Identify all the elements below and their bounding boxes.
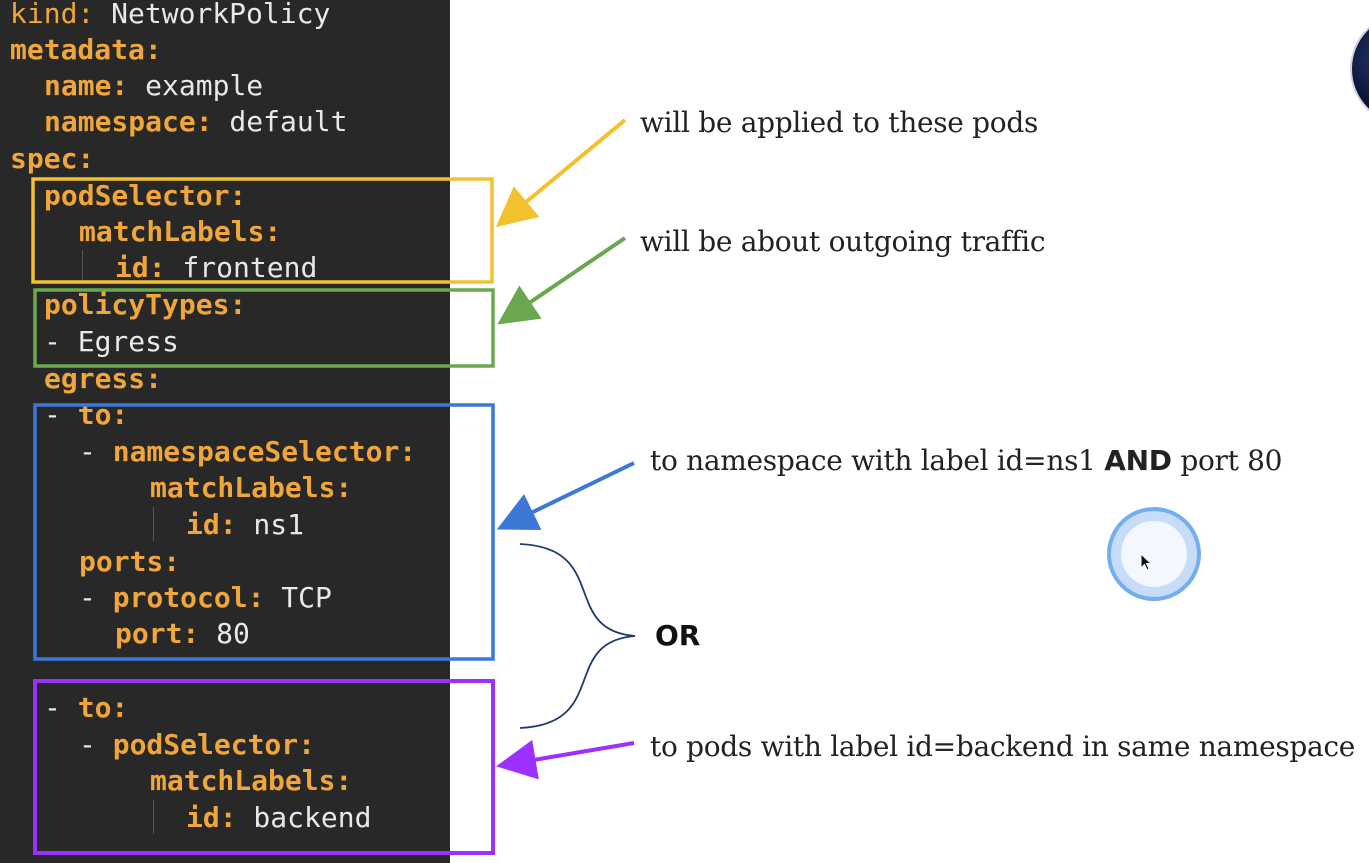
yaml-value: Egress bbox=[77, 325, 179, 358]
yaml-key: namespaceSelector: bbox=[112, 435, 417, 468]
yaml-line-matchlabels: matchLabels: bbox=[150, 763, 352, 799]
namespace-rule-highlight-box bbox=[33, 403, 495, 661]
yaml-line-matchlabels: matchLabels: bbox=[79, 214, 281, 250]
indent-guide bbox=[82, 250, 83, 284]
yaml-dash: - bbox=[79, 728, 113, 761]
yaml-value: backend bbox=[236, 801, 372, 834]
yaml-line-podselector: podSelector: bbox=[44, 178, 246, 214]
yaml-key: to: bbox=[77, 691, 129, 724]
yaml-line-id: id: ns1 bbox=[186, 507, 304, 543]
yaml-line-namespace: namespace: default bbox=[44, 104, 347, 140]
yaml-dash: - bbox=[79, 581, 113, 614]
indent-guide bbox=[153, 800, 154, 834]
yellow-arrow bbox=[495, 118, 627, 228]
yaml-key: podSelector: bbox=[44, 179, 247, 212]
or-label: OR bbox=[655, 619, 701, 652]
yaml-value: default bbox=[212, 105, 348, 138]
blue-arrow bbox=[496, 461, 635, 531]
yaml-key: matchLabels: bbox=[150, 471, 353, 504]
yaml-value: ns1 bbox=[236, 508, 305, 541]
yaml-line-id: id: backend bbox=[186, 800, 371, 836]
yaml-line-policytypes: policyTypes: bbox=[44, 287, 246, 323]
yaml-key: podSelector: bbox=[112, 728, 316, 761]
yaml-key: spec: bbox=[10, 142, 95, 175]
namespace-rule-suffix: port 80 bbox=[1171, 444, 1283, 477]
yaml-line-metadata: metadata: bbox=[10, 32, 162, 68]
yaml-line-port: port: 80 bbox=[115, 616, 250, 652]
yaml-key: namespace: bbox=[44, 105, 213, 138]
yaml-key: name: bbox=[44, 69, 129, 102]
yaml-line-protocol: - protocol: TCP bbox=[79, 580, 332, 616]
yaml-value: example bbox=[128, 69, 264, 102]
yaml-key: metadata: bbox=[10, 33, 162, 66]
yaml-key: protocol: bbox=[112, 581, 265, 614]
indent-guide bbox=[153, 507, 154, 541]
yaml-key: kind: bbox=[10, 0, 95, 30]
yaml-key: id: bbox=[186, 801, 237, 834]
or-brace bbox=[519, 543, 636, 729]
annotation-outgoing-traffic: will be about outgoing traffic bbox=[640, 225, 1046, 258]
yaml-line-spec: spec: bbox=[10, 141, 94, 177]
yaml-code-panel: kind: NetworkPolicy metadata: name: exam… bbox=[0, 0, 450, 863]
yaml-line-podselector: - podSelector: bbox=[79, 727, 315, 763]
yaml-line-kind: kind: NetworkPolicy bbox=[10, 0, 330, 32]
yaml-value: frontend bbox=[165, 251, 318, 284]
yaml-dash: - bbox=[44, 325, 78, 358]
yaml-value: TCP bbox=[264, 581, 332, 614]
cursor-highlight-inner bbox=[1121, 521, 1187, 587]
mouse-pointer-icon bbox=[1140, 553, 1153, 571]
yaml-value: 80 bbox=[199, 617, 250, 650]
yaml-line-to: - to: bbox=[44, 690, 128, 726]
yaml-dash: - bbox=[79, 435, 113, 468]
purple-arrow bbox=[496, 739, 635, 780]
pod-rule-highlight-box bbox=[33, 679, 495, 855]
annotation-pods-rule: to pods with label id=backend in same na… bbox=[650, 730, 1356, 763]
yaml-key: port: bbox=[115, 617, 200, 650]
yaml-key: policyTypes: bbox=[44, 288, 247, 321]
yaml-dash: - bbox=[44, 691, 78, 724]
annotation-namespace-rule: to namespace with label id=ns1 AND port … bbox=[650, 444, 1282, 477]
yaml-key: id: bbox=[186, 508, 237, 541]
policytypes-highlight-box bbox=[33, 288, 495, 368]
yaml-key: matchLabels: bbox=[79, 215, 282, 248]
podselector-highlight-box bbox=[31, 177, 494, 284]
yaml-value: NetworkPolicy bbox=[94, 0, 331, 30]
yaml-line-egress-type: - Egress bbox=[44, 324, 179, 360]
cursor-highlight-ring bbox=[1107, 507, 1201, 601]
green-arrow bbox=[497, 236, 627, 325]
yaml-line-matchlabels: matchLabels: bbox=[150, 470, 352, 506]
annotation-pods-applied: will be applied to these pods bbox=[640, 106, 1039, 139]
yaml-line-ports: ports: bbox=[79, 544, 180, 580]
yaml-key: id: bbox=[115, 251, 166, 284]
yaml-key: ports: bbox=[79, 545, 181, 578]
yaml-line-namespaceselector: - namespaceSelector: bbox=[79, 434, 416, 470]
yaml-line-name: name: example bbox=[44, 68, 263, 104]
yaml-line-id: id: frontend bbox=[115, 250, 317, 286]
namespace-rule-and: AND bbox=[1104, 444, 1172, 477]
yaml-key: matchLabels: bbox=[150, 764, 353, 797]
namespace-rule-prefix: to namespace with label id=ns1 bbox=[650, 444, 1105, 477]
